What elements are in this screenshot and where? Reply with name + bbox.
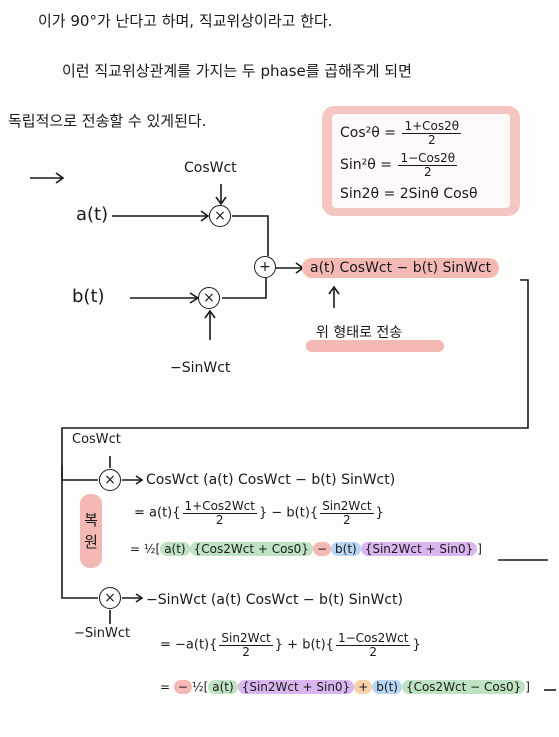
summer-symbol: + — [259, 259, 271, 275]
demod-mixer-cos-symbol: × — [104, 472, 116, 488]
text-line-2: 이런 직교위상관계를 가지는 두 phase를 곱해주게 되면 — [62, 62, 412, 80]
cos-branch-l2-frac1-num: 1+Cos2Wct — [182, 499, 257, 514]
cos-branch-l3-singroup: {Sin2Wct + Sin0} — [360, 542, 478, 556]
demod-label: 복 원 — [80, 494, 102, 568]
identity-sin-num: 1−Cos2θ — [398, 151, 458, 166]
mixer-cos-symbol: × — [214, 208, 226, 224]
cos-branch-l2-a: = a(t){ — [134, 505, 181, 521]
summer: + — [254, 256, 276, 278]
demod-cos-in-wire — [61, 465, 98, 481]
sin-carrier-arrowhead — [204, 309, 216, 319]
sin-branch-l3-plus: + — [354, 680, 373, 694]
sin-branch-l2-frac2-den: 2 — [369, 644, 378, 659]
identity-sin-lhs: Sin²θ = — [340, 157, 393, 174]
cos-branch-l2-frac1-den: 2 — [215, 512, 224, 527]
identity-box-inner — [332, 114, 510, 208]
sin-branch-l2-frac1-num: Sin2Wct — [219, 631, 273, 646]
demod-label-bottom: 원 — [84, 533, 98, 551]
mixer-sin-symbol: × — [203, 290, 215, 306]
identity-cos-den: 2 — [427, 132, 436, 147]
mod-sin-carrier-label: −SinWct — [170, 360, 231, 376]
mixer2-to-sum-wire — [222, 278, 267, 299]
sin-branch-line3: = −½[a(t){Sin2Wct + Sin0}+b(t){Cos2Wct −… — [160, 680, 530, 694]
start-arrow-head — [55, 172, 65, 184]
cos-branch-l2-mid: } − b(t){ — [258, 505, 319, 521]
sin-branch-l3-suffix: ] — [525, 680, 530, 694]
channel-wire — [61, 279, 529, 465]
demod-mixer-sin-symbol: × — [104, 590, 116, 606]
identity-sin-double: Sin2θ = 2Sinθ Cosθ — [340, 186, 478, 202]
cos-carrier-arrowhead — [215, 196, 227, 206]
cos-branch-line3: = ½[a(t){Cos2Wct + Cos0}−b(t){Sin2Wct + … — [130, 542, 482, 556]
note-highlight — [306, 340, 444, 352]
demod-label-top: 복 — [84, 510, 98, 529]
demod-mixer-sin: × — [99, 587, 121, 609]
sin-branch-l3-half: ½[ — [191, 680, 209, 694]
cos-branch-l3-suffix: ] — [477, 542, 482, 556]
cos-branch-l2-end: } — [375, 505, 384, 521]
sin-branch-l2-mid: } + b(t){ — [274, 637, 334, 653]
sin-branch-l2-a: = −a(t){ — [160, 637, 218, 653]
cos-branch-l3-bt: b(t) — [331, 542, 361, 556]
mod-output-signal: a(t) CosWct − b(t) SinWct — [302, 258, 500, 278]
identity-cos-num: 1+Cos2θ — [402, 119, 462, 134]
mod-input-a-label: a(t) — [76, 204, 109, 225]
identity-cos-frac: 1+Cos2θ 2 — [402, 119, 462, 147]
demod-cos-out-arrowhead — [135, 475, 144, 485]
demod-sin-carrier-label: −SinWct — [74, 626, 131, 641]
a-input-arrowhead — [200, 210, 210, 222]
sin-branch-l3-neg: − — [173, 680, 192, 694]
cos-branch-l2-frac2-num: Sin2Wct — [320, 499, 374, 514]
mixer-sin: × — [198, 287, 220, 309]
sin-branch-l3-prefix: = — [160, 680, 171, 694]
sin-branch-l2-frac1-den: 2 — [242, 644, 250, 659]
sin-branch-l2-end: } — [412, 637, 421, 653]
note-arrowhead — [328, 285, 340, 295]
cos-branch-l3-at: a(t) — [160, 542, 190, 556]
sin-branch-l2-frac2-num: 1−Cos2Wct — [335, 631, 411, 646]
identity-cos-squared: Cos²θ = 1+Cos2θ 2 — [340, 120, 463, 146]
cos-branch-l3-cosgroup: {Cos2Wct + Cos0} — [189, 542, 313, 556]
identity-cos-lhs: Cos²θ = — [340, 125, 396, 142]
sin-branch-l3-bt: b(t) — [372, 680, 402, 694]
identity-sin-frac: 1−Cos2θ 2 — [398, 151, 458, 179]
cos-branch-line1: CosWct (a(t) CosWct − b(t) SinWct) — [146, 472, 396, 488]
sin-branch-l3-singroup: {Sin2Wct + Sin0} — [237, 680, 355, 694]
sin-branch-l3-at: a(t) — [208, 680, 238, 694]
sin-branch-l3-cosgroup: {Cos2Wct − Cos0} — [401, 680, 526, 694]
cos-branch-l3-prefix: = ½[ — [130, 542, 161, 556]
demod-mixer-cos: × — [99, 469, 121, 491]
text-line-3: 독립적으로 전송할 수 있게된다. — [8, 112, 207, 130]
mod-cos-carrier-label: CosWct — [184, 160, 237, 176]
sin-branch-line1: −SinWct (a(t) CosWct − b(t) SinWct) — [146, 592, 403, 608]
demod-sin-in-wire — [61, 465, 98, 599]
demod-cos-carrier-label: CosWct — [72, 432, 121, 447]
mod-transmit-note: 위 형태로 전송 — [316, 325, 403, 341]
mixer1-to-sum-wire — [232, 215, 269, 256]
mixer-cos: × — [209, 205, 231, 227]
identity-sin-den: 2 — [423, 164, 432, 179]
text-line-1: 이가 90°가 난다고 하며, 직교위상이라고 한다. — [38, 12, 333, 30]
mod-input-b-label: b(t) — [72, 286, 105, 307]
demod-sin-out-arrowhead — [135, 593, 144, 603]
identity-sin-squared: Sin²θ = 1−Cos2θ 2 — [340, 152, 459, 178]
cos-branch-l3-minus: − — [312, 542, 332, 556]
cos-branch-l2-frac2-den: 2 — [343, 512, 351, 527]
